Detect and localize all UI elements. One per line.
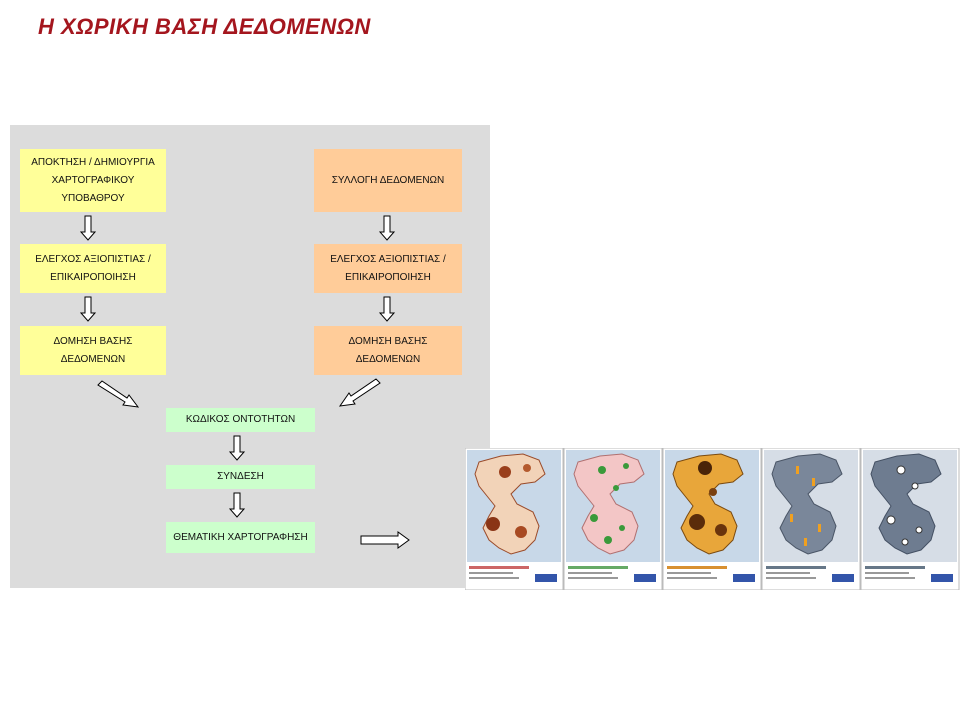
right-box-reliability-check: ΕΛΕΓΧΟΣ ΑΞΙΟΠΙΣΤΙΑΣ / ΕΠΙΚΑΙΡΟΠΟΙΗΣΗ	[314, 244, 462, 293]
center-box-linking: ΣΥΝΔΕΣΗ	[166, 465, 315, 489]
page-title: Η ΧΩΡΙΚΗ ΒΑΣΗ ΔΕΔΟΜΕΝΩΝ	[38, 14, 371, 39]
map-thumbnail-2	[563, 448, 663, 590]
right-box-data-collection: ΣΥΛΛΟΓΗ ΔΕΔΟΜΕΝΩΝ	[314, 149, 462, 212]
map-thumbnail-3	[662, 448, 762, 590]
center-box-thematic-mapping: ΘΕΜΑΤΙΚΗ ΧΑΡΤΟΓΡΑΦΗΣΗ	[166, 522, 315, 553]
left-box-database-structuring: ΔΟΜΗΣΗ ΒΑΣΗΣ ΔΕΔΟΜΕΝΩΝ	[20, 326, 166, 375]
thematic-maps-strip	[465, 448, 960, 590]
map-thumbnail-5	[860, 448, 960, 590]
left-box-reliability-check: ΕΛΕΓΧΟΣ ΑΞΙΟΠΙΣΤΙΑΣ / ΕΠΙΚΑΙΡΟΠΟΙΗΣΗ	[20, 244, 166, 293]
right-box-database-structuring: ΔΟΜΗΣΗ ΒΑΣΗΣ ΔΕΔΟΜΕΝΩΝ	[314, 326, 462, 375]
left-box-acquisition: ΑΠΟΚΤΗΣΗ / ΔΗΜΙΟΥΡΓΙΑ ΧΑΡΤΟΓΡΑΦΙΚΟΥ ΥΠΟΒ…	[20, 149, 166, 212]
map-thumbnail-1	[465, 448, 564, 590]
map-thumbnail-4	[761, 448, 861, 590]
center-box-entity-code: ΚΩΔΙΚΟΣ ΟΝΤΟΤΗΤΩΝ	[166, 408, 315, 432]
